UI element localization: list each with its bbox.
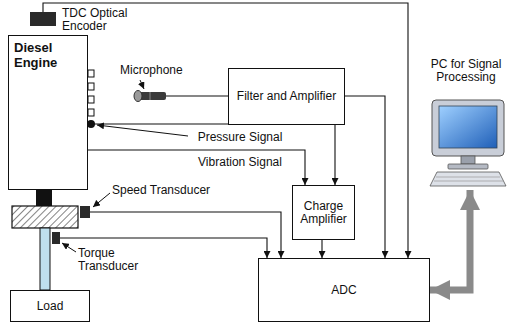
- signal-line: [166, 95, 228, 96]
- process-box: Filter and Amplifier: [228, 68, 345, 125]
- node-label: Torque Transducer: [78, 247, 150, 273]
- node-label: Charge Amplifier: [296, 200, 351, 226]
- signal-line: [321, 240, 322, 258]
- computer: PC for Signal Processing: [420, 58, 512, 190]
- node-label: Speed Transducer: [112, 184, 210, 197]
- signal-line: [43, 3, 408, 258]
- node-label: Microphone: [120, 64, 183, 77]
- engine-ports: [88, 70, 94, 116]
- computer-icon: [430, 100, 506, 186]
- signal-line: [88, 150, 305, 185]
- load-box: Load: [10, 290, 90, 322]
- node-label: PC for Signal Processing: [420, 58, 512, 84]
- microphone-icon: [134, 91, 166, 102]
- node-label: Filter and Amplifier: [237, 90, 336, 103]
- node-label: ADC: [331, 284, 356, 297]
- torque-sensor: Torque Transducer: [52, 232, 60, 244]
- pulley: [12, 206, 78, 228]
- microphone: Microphone: [134, 91, 166, 101]
- node-label: Diesel Engine: [14, 40, 82, 70]
- signal-line: [90, 212, 281, 258]
- data-bus-arrow: [430, 190, 470, 290]
- speed-sensor: Speed Transducer: [80, 206, 90, 218]
- optical-encoder: TDC Optical Encoder: [30, 12, 56, 26]
- signal-line: [88, 124, 335, 185]
- node-label: Load: [37, 300, 64, 313]
- node-label: TDC Optical Encoder: [62, 7, 144, 33]
- engine-block: Diesel Engine: [8, 35, 88, 190]
- process-box: Charge Amplifier: [292, 185, 355, 240]
- signal-label: Pressure Signal: [196, 131, 285, 144]
- crank-shaft: [36, 190, 52, 206]
- signal-label: Vibration Signal: [196, 156, 284, 169]
- drive-shaft: [40, 228, 50, 290]
- adc-box: ADC: [258, 258, 430, 322]
